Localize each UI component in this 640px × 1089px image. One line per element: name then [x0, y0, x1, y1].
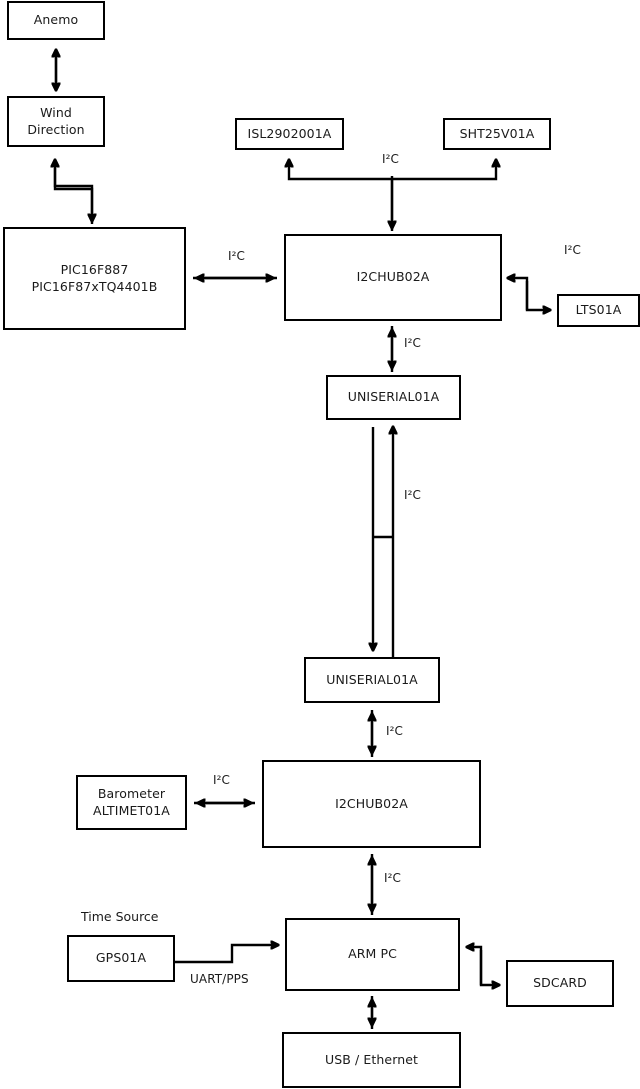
edge-label-hub-arm: I²C	[384, 871, 402, 885]
node-barometer-altimet01a[interactable]: Barometer ALTIMET01A	[76, 775, 187, 830]
wire-arm-sdcard-out	[479, 950, 499, 985]
node-usb-ethernet-label: USB / Ethernet	[324, 1051, 419, 1067]
node-pic-label: PIC16F887 PIC16F87xTQ4401B	[31, 262, 158, 294]
node-wind-direction-label: Wind Direction	[27, 105, 85, 137]
wire-sdcard-arm-in	[467, 947, 483, 985]
wire-hub-bus-up	[289, 160, 394, 231]
node-arm-pc[interactable]: ARM PC	[285, 918, 460, 991]
wire-hub-lts-out	[525, 281, 550, 310]
edge-label-barometer-hub: I²C	[213, 773, 231, 787]
node-sht25v01a-label: SHT25V01A	[459, 125, 535, 141]
node-pic-microcontroller[interactable]: PIC16F887 PIC16F87xTQ4401B	[3, 227, 186, 330]
node-i2chub02a-bottom[interactable]: I2CHUB02A	[262, 760, 481, 848]
wire-pic-winddir-up	[55, 160, 94, 224]
node-uniserial01a-bottom-label: UNISERIAL01A	[326, 671, 418, 687]
node-lts01a-label: LTS01A	[575, 302, 622, 318]
node-i2chub02a-bottom-label: I2CHUB02A	[335, 795, 408, 811]
node-sdcard-label: SDCARD	[533, 975, 587, 991]
node-gps01a-label: GPS01A	[95, 950, 147, 966]
edge-label-hub-sensors: I²C	[382, 152, 400, 166]
node-gps01a[interactable]: GPS01A	[67, 935, 175, 982]
edge-label-pic-hub: I²C	[228, 249, 246, 263]
node-usb-ethernet[interactable]: USB / Ethernet	[282, 1032, 461, 1088]
edge-label-hub-lts: I²C	[564, 243, 582, 257]
edge-label-gps-arm: UART/PPS	[190, 972, 249, 986]
wire-lts-hub-in	[508, 278, 529, 310]
node-arm-pc-label: ARM PC	[348, 946, 397, 962]
annotation-time-source: Time Source	[81, 909, 159, 924]
node-lts01a[interactable]: LTS01A	[557, 294, 640, 327]
node-sdcard[interactable]: SDCARD	[506, 960, 614, 1007]
node-anemo[interactable]: Anemo	[7, 1, 105, 40]
node-i2chub02a-top-label: I2CHUB02A	[356, 269, 430, 285]
node-uniserial01a-top[interactable]: UNISERIAL01A	[326, 375, 461, 420]
node-uniserial01a-bottom[interactable]: UNISERIAL01A	[304, 657, 440, 703]
edge-label-uniserial-hub-bottom: I²C	[386, 724, 404, 738]
node-sht25v01a[interactable]: SHT25V01A	[443, 118, 551, 150]
edge-label-uniserial-link: I²C	[404, 488, 422, 502]
wire-winddir-pic-down	[53, 163, 92, 221]
wire-gps-arm	[175, 945, 278, 964]
node-isl2902001a[interactable]: ISL2902001A	[235, 118, 344, 150]
node-uniserial01a-top-label: UNISERIAL01A	[347, 389, 440, 405]
node-isl2902001a-label: ISL2902001A	[247, 125, 332, 141]
node-anemo-label: Anemo	[33, 12, 79, 28]
node-wind-direction[interactable]: Wind Direction	[7, 96, 105, 147]
edge-label-hub-uniserial: I²C	[404, 336, 422, 350]
node-i2chub02a-top[interactable]: I2CHUB02A	[284, 234, 502, 321]
node-barometer-label: Barometer ALTIMET01A	[93, 786, 170, 818]
wire-bus-sht-up	[392, 160, 496, 181]
